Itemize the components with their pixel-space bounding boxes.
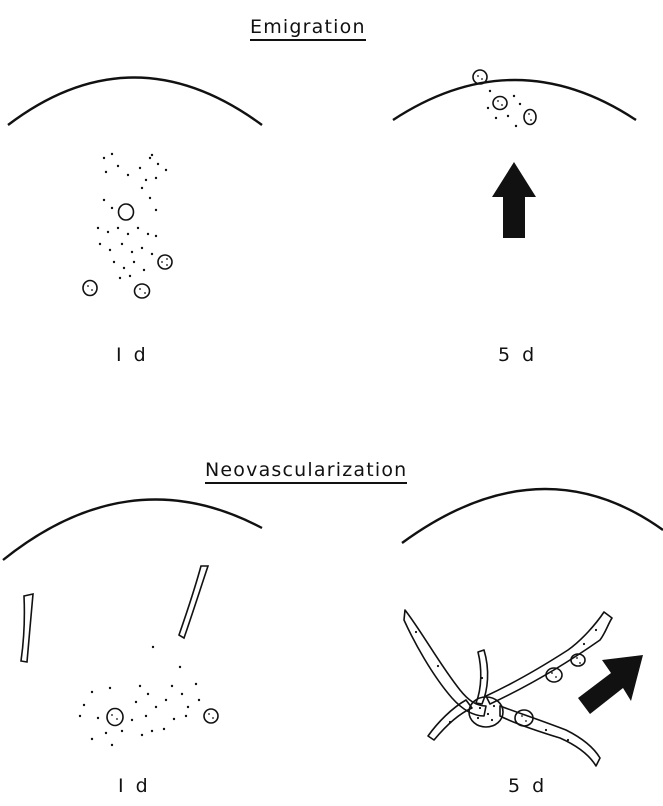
neovascularization-day5-panel xyxy=(402,489,663,766)
nucleated-cell xyxy=(107,709,123,726)
emigration-day1-cells xyxy=(83,204,172,298)
nucleated-cell xyxy=(135,284,150,298)
emigration-day1-panel xyxy=(8,78,262,299)
nucleated-cell xyxy=(515,710,533,726)
vessel-branch xyxy=(428,700,472,740)
emigration-day5-panel xyxy=(393,70,636,238)
neovascularization-day1-label: I d xyxy=(118,775,151,797)
vessel-junction xyxy=(469,697,503,727)
emigration-day5-label: 5 d xyxy=(498,344,537,366)
neovasc-day1-cells xyxy=(107,709,218,726)
emigration-title: Emigration xyxy=(250,16,366,41)
neovasc-day1-surface-arc xyxy=(3,500,262,560)
neovascularization-day5-label: 5 d xyxy=(508,775,547,797)
nucleated-cell xyxy=(158,255,172,269)
neovasc-day5-surface-arc xyxy=(402,489,663,543)
emigration-day1-label: I d xyxy=(116,344,149,366)
arrow-up-icon xyxy=(492,162,536,238)
vessel-fragment xyxy=(21,594,33,662)
capillary-network xyxy=(404,610,612,766)
emigration-day5-surface-arc xyxy=(393,80,636,120)
neovasc-day1-dots xyxy=(79,646,214,746)
arrow-diagonal-icon xyxy=(578,655,643,714)
emigration-day1-cell-dots xyxy=(87,258,168,294)
nucleated-cell xyxy=(83,281,97,296)
neovascularization-day1-panel xyxy=(3,500,262,747)
emigration-day5-cells xyxy=(473,70,536,125)
round-cell xyxy=(119,204,134,220)
vessel-branch xyxy=(404,610,486,716)
vessel-fragment xyxy=(179,566,208,638)
nucleated-cell xyxy=(493,97,507,110)
neovascularization-title: Neovascularization xyxy=(205,459,407,484)
emigration-day1-surface-arc xyxy=(8,78,262,126)
nucleated-cell xyxy=(524,110,536,125)
nucleated-cell xyxy=(473,70,487,84)
nucleated-cell xyxy=(204,709,218,723)
